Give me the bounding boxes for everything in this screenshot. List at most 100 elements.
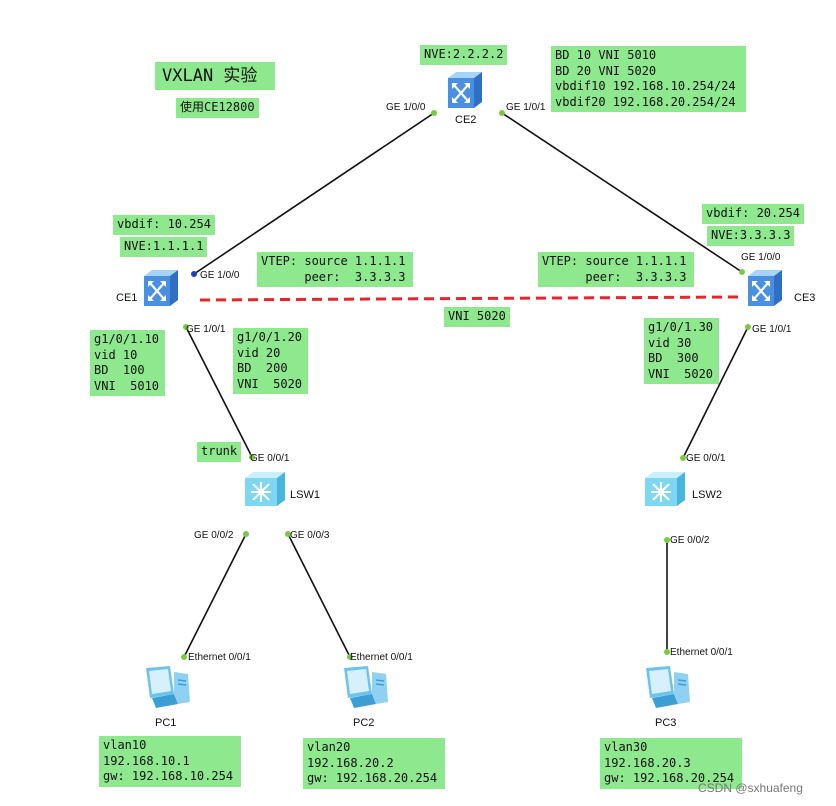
port-dot-ce1-ge100 <box>191 271 197 277</box>
ce1-label: CE1 <box>116 292 138 304</box>
note-ce1-nve: NVE:1.1.1.1 <box>120 237 208 257</box>
note-line: vlan20 <box>307 740 351 754</box>
link-lsw1-pc1 <box>183 533 247 658</box>
port-label-lsw2-up: GE 0/0/1 <box>686 453 726 464</box>
port-label-pc1-eth: Ethernet 0/0/1 <box>188 652 251 663</box>
port-label-ce1-down: GE 1/0/1 <box>186 324 226 335</box>
watermark: CSDN @sxhuafeng <box>698 781 803 795</box>
note-ce1-vtep: VTEP: source 1.1.1.1 peer: 3.3.3.3 <box>257 252 413 287</box>
note-line: vlan30 <box>604 740 648 754</box>
ce3-router[interactable] <box>746 268 784 308</box>
port-dot-lsw1-ge002 <box>243 531 249 537</box>
note-line: NVE:2.2.2.2 <box>424 47 504 61</box>
note-line: VTEP: source 1.1.1.1 <box>261 254 406 268</box>
port-dot-ce3-ge101 <box>745 324 751 330</box>
note-line: VTEP: source 1.1.1.1 <box>542 254 687 268</box>
note-line: peer: 3.3.3.3 <box>261 269 406 284</box>
port-label-lsw1-up: GE 0/0/1 <box>250 453 290 464</box>
port-dot-pc2-eth <box>347 654 353 660</box>
lsw1-switch[interactable] <box>243 470 287 508</box>
note-line: vbdif: 20.254 <box>706 206 800 220</box>
port-label-ce2-left: GE 1/0/0 <box>386 102 426 113</box>
note-line: BD 20 VNI 5020 <box>555 63 657 78</box>
note-line: 使用CE12800 <box>180 100 255 114</box>
port-label-ce3-up: GE 1/0/0 <box>741 252 781 263</box>
note-line: vid 10 <box>94 347 138 362</box>
note-line: gw: 192.168.20.254 <box>604 771 735 785</box>
diagram-title: VXLAN 实验 <box>155 62 275 90</box>
note-line: VXLAN 实验 <box>162 66 258 86</box>
lsw2-switch[interactable] <box>643 470 687 508</box>
pc1[interactable] <box>140 664 192 710</box>
port-dot-ce3-ge100 <box>739 269 745 275</box>
router-icon <box>448 72 482 108</box>
note-line: g1/0/1.10 <box>94 332 160 346</box>
vxlan-tunnel <box>199 295 739 302</box>
link-ce2-ce1 <box>193 112 435 275</box>
note-line: vid 20 <box>237 345 281 360</box>
port-dot-lsw2-ge001 <box>680 455 686 461</box>
note-line: VNI 5020 <box>237 376 303 391</box>
note-line: vlan10 <box>103 738 147 752</box>
diagram-subtitle: 使用CE12800 <box>176 98 259 118</box>
note-ce3-nve: NVE:3.3.3.3 <box>707 226 795 246</box>
pc3-label: PC3 <box>655 717 677 729</box>
pc2-label: PC2 <box>353 717 375 729</box>
note-line: 192.168.20.3 <box>604 755 691 770</box>
note-line: 192.168.20.2 <box>307 755 394 770</box>
note-line: BD 100 <box>94 363 145 377</box>
ce2-router[interactable] <box>446 70 484 110</box>
note-line: gw: 192.168.10.254 <box>103 769 234 783</box>
note-ce3-vtep: VTEP: source 1.1.1.1 peer: 3.3.3.3 <box>538 252 694 287</box>
port-label-ce2-right: GE 1/0/1 <box>506 102 546 113</box>
note-line: VNI 5020 <box>648 366 714 381</box>
router-icon <box>144 270 178 306</box>
pc1-label: PC1 <box>155 717 177 729</box>
link-ce1-lsw1 <box>185 326 253 458</box>
port-dot-ce2-ge101 <box>499 110 505 116</box>
note-line: 192.168.10.1 <box>103 753 190 768</box>
port-label-lsw1-left: GE 0/0/2 <box>194 530 234 541</box>
note-line: peer: 3.3.3.3 <box>542 269 687 284</box>
port-dot-lsw1-ge001 <box>249 454 255 460</box>
port-dot-pc3-eth <box>664 649 670 655</box>
ce3-label: CE3 <box>794 292 816 304</box>
note-line: vbdif10 192.168.10.254/24 <box>555 79 736 93</box>
note-line: BD 300 <box>648 351 699 365</box>
note-line: BD 200 <box>237 361 288 375</box>
note-ce2-nve: NVE:2.2.2.2 <box>420 45 508 65</box>
note-ce1-vbdif: vbdif: 10.254 <box>113 215 215 235</box>
note-line: BD 10 VNI 5010 <box>555 48 657 62</box>
note-line: trunk <box>201 444 238 458</box>
lsw2-label: LSW2 <box>692 489 722 501</box>
link-ce3-lsw2 <box>682 326 749 459</box>
port-label-pc2-eth: Ethernet 0/0/1 <box>350 652 413 663</box>
note-line: vbdif20 192.168.20.254/24 <box>555 94 736 109</box>
note-line: vbdif: 10.254 <box>117 217 211 231</box>
note-line: g1/0/1.20 <box>237 330 303 344</box>
switch-icon <box>245 472 285 506</box>
link-lsw1-pc2 <box>287 533 351 658</box>
port-dot-lsw1-ge003 <box>285 531 291 537</box>
pc3[interactable] <box>640 664 692 710</box>
router-icon <box>748 270 782 306</box>
port-label-lsw1-right: GE 0/0/3 <box>290 530 330 541</box>
lsw1-label: LSW1 <box>290 489 320 501</box>
ce2-label: CE2 <box>455 114 477 126</box>
port-label-pc3-eth: Ethernet 0/0/1 <box>670 647 733 658</box>
port-label-lsw2-down: GE 0/0/2 <box>670 535 710 546</box>
note-line: g1/0/1.30 <box>648 320 714 334</box>
ce1-router[interactable] <box>142 268 180 308</box>
note-line: VNI 5010 <box>94 378 160 393</box>
note-line: VNI 5020 <box>448 309 506 323</box>
note-trunk: trunk <box>197 442 242 462</box>
port-dot-ce1-ge101 <box>183 324 189 330</box>
note-tunnel-vni: VNI 5020 <box>444 307 510 327</box>
pc2[interactable] <box>338 664 390 710</box>
